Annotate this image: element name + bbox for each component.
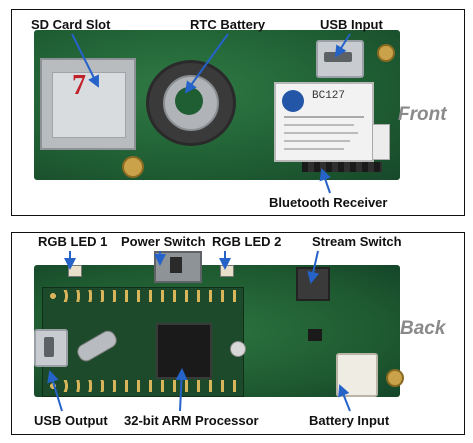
antenna-chip [372,124,390,160]
label-rgb-led-2: RGB LED 2 [212,234,282,249]
power-switch [154,251,202,283]
module-model: BC127 [312,90,346,102]
label-sd-card-slot: SD Card Slot [31,17,111,32]
usb-input-connector [316,40,364,78]
pin-header [302,162,382,172]
front-panel: 7 BC127 [11,9,465,216]
rgb-led-1 [68,265,82,277]
mounting-hole [377,44,395,62]
mounting-hole [122,156,144,178]
rgb-led-2 [220,265,234,277]
label-bluetooth-receiver: Bluetooth Receiver [269,195,388,210]
label-rgb-led-1: RGB LED 1 [38,234,108,249]
rtc-battery-holder [146,60,236,146]
label-usb-input: USB Input [320,17,383,32]
label-power-switch: Power Switch [121,234,206,249]
arm-processor-chip [156,323,212,379]
label-battery-input: Battery Input [309,413,390,428]
back-panel [11,232,465,435]
label-stream-switch: Stream Switch [312,234,402,249]
bluetooth-module: BC127 [274,82,374,162]
push-button [230,341,246,357]
smd-chip [308,329,322,341]
label-usb-output: USB Output [34,413,108,428]
mounting-hole [386,369,404,387]
label-32bit-arm-processor: 32-bit ARM Processor [124,413,259,428]
side-label-back: Back [400,318,446,339]
front-pcb-photo: 7 BC127 [34,30,400,180]
label-rtc-battery: RTC Battery [190,17,266,32]
processor-board [42,287,244,397]
sd-handwritten-mark: 7 [72,70,86,101]
stream-switch [296,267,330,301]
battery-input-connector [336,353,378,397]
side-label-front: Front [398,104,447,125]
usb-output-connector [34,329,68,367]
sd-card-slot: 7 [40,58,136,150]
bluetooth-logo-icon [282,90,304,112]
back-pcb-photo [34,251,404,397]
